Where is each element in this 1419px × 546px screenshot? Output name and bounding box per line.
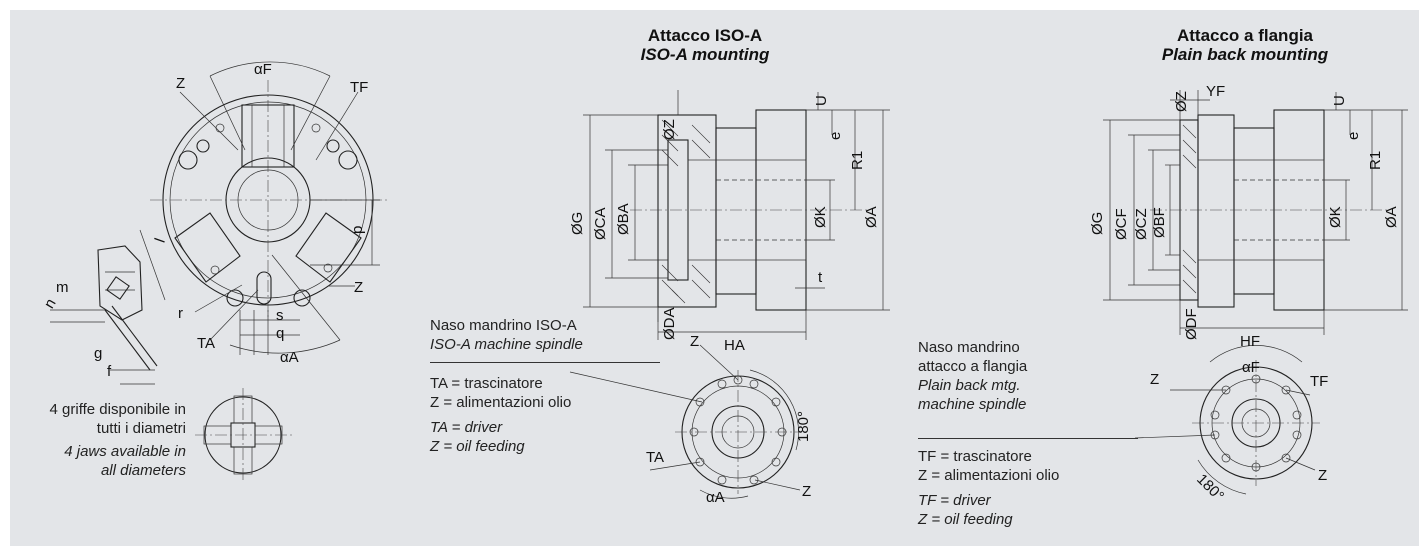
flange-title-en: Plain back mounting	[1161, 45, 1329, 64]
label-z-dia-iso: ØZ	[661, 119, 678, 140]
flange-spindle-it-2: attacco a flangia	[918, 358, 1028, 375]
label-k-flange: ØK	[1327, 206, 1344, 228]
label-alpha-a: αA	[280, 349, 299, 366]
label-da: ØDA	[661, 307, 678, 340]
iso-section-view	[583, 90, 890, 340]
flange-spindle-it-1: Naso mandrino	[918, 339, 1020, 356]
iso-divider	[430, 362, 660, 363]
label-e-iso: e	[827, 132, 844, 140]
iso-legend: TA = trascinatore Z = alimentazioni olio…	[430, 374, 660, 456]
label-180-flange: 180°	[1193, 471, 1227, 505]
iso-legend-en-1: TA = driver	[430, 419, 503, 436]
iso-spindle-view	[569, 344, 802, 499]
label-u-iso: U	[813, 95, 830, 106]
label-ha: HA	[724, 337, 745, 354]
label-l: l	[152, 236, 169, 245]
label-f: f	[107, 363, 112, 380]
label-alpha-a-spindle: αA	[706, 489, 725, 506]
flange-legend-it-2: Z = alimentazioni olio	[918, 467, 1060, 484]
label-ba: ØBA	[615, 203, 632, 235]
chuck-front-view	[139, 61, 390, 355]
label-z-iso-spindle: Z	[690, 333, 699, 350]
flange-title-it: Attacco a flangia	[1176, 26, 1314, 45]
label-z-top: Z	[176, 75, 185, 92]
label-n: n	[41, 296, 60, 312]
label-z-flange-spindle: Z	[1150, 371, 1159, 388]
flange-legend: TF = trascinatore Z = alimentazioni olio…	[918, 447, 1138, 529]
label-t: t	[818, 269, 823, 286]
label-hf: HF	[1240, 333, 1260, 350]
label-m: m	[56, 279, 69, 296]
label-df: ØDF	[1183, 308, 1200, 340]
label-ta: TA	[197, 335, 215, 352]
label-r1-iso: R1	[849, 151, 866, 170]
label-g-flange: ØG	[1089, 212, 1106, 235]
four-jaws-en-2: all diameters	[100, 462, 186, 479]
four-jaw-view	[195, 388, 292, 482]
iso-spindle-note: Naso mandrino ISO-A ISO-A machine spindl…	[430, 316, 660, 354]
jaw-detail-view	[50, 245, 158, 385]
label-z-right: Z	[354, 279, 363, 296]
label-cz: ØCZ	[1133, 208, 1150, 240]
label-180-iso: 180°	[795, 411, 812, 442]
technical-drawing: Z αF TF p Z r TA s q αA l m n g f U e R1…	[41, 61, 1408, 506]
iso-spindle-en: ISO-A machine spindle	[430, 336, 583, 353]
iso-title-en: ISO-A mounting	[640, 45, 770, 64]
label-tf: TF	[350, 79, 368, 96]
label-k-iso: ØK	[812, 206, 829, 228]
label-a-iso: ØA	[863, 206, 880, 228]
label-s: s	[276, 307, 284, 324]
label-z-flange-spindle-bottom: Z	[1318, 467, 1327, 484]
label-r: r	[178, 305, 183, 322]
flange-spindle-en-1: Plain back mtg.	[918, 377, 1021, 394]
label-alpha-f: αF	[254, 61, 272, 78]
iso-spindle-it: Naso mandrino ISO-A	[430, 317, 577, 334]
iso-title: Attacco ISO-A ISO-A mounting	[570, 26, 840, 64]
flange-divider	[918, 438, 1138, 439]
flange-section-view	[1103, 90, 1408, 335]
iso-title-it: Attacco ISO-A	[647, 26, 763, 45]
flange-title: Attacco a flangia Plain back mounting	[1100, 26, 1390, 64]
flange-legend-en-1: TF = driver	[918, 492, 991, 509]
label-z-iso-spindle-bottom: Z	[802, 483, 811, 500]
flange-legend-en-2: Z = oil feeding	[918, 511, 1013, 528]
flange-legend-it-1: TF = trascinatore	[918, 448, 1032, 465]
label-q: q	[276, 325, 284, 342]
label-bf: ØBF	[1151, 207, 1168, 238]
label-e-flange: e	[1345, 132, 1362, 140]
flange-spindle-view	[1134, 345, 1320, 495]
label-u-flange: U	[1331, 95, 1348, 106]
label-yf: YF	[1206, 83, 1225, 100]
four-jaws-it-1: 4 griffe disponibile in	[49, 401, 186, 418]
label-ca: ØCA	[592, 207, 609, 240]
iso-legend-it-1: TA = trascinatore	[430, 375, 543, 392]
iso-legend-it-2: Z = alimentazioni olio	[430, 394, 572, 411]
flange-spindle-en-2: machine spindle	[918, 396, 1027, 413]
label-cf: ØCF	[1113, 208, 1130, 240]
label-g: g	[94, 345, 102, 362]
label-a-flange: ØA	[1383, 206, 1400, 228]
label-g-iso: ØG	[569, 212, 586, 235]
label-alpha-f-spindle: αF	[1242, 359, 1260, 376]
drawing-sheet: Z αF TF p Z r TA s q αA l m n g f U e R1…	[10, 10, 1419, 546]
label-ta-spindle: TA	[646, 449, 664, 466]
four-jaws-en-1: 4 jaws available in	[64, 443, 186, 460]
label-tf-spindle: TF	[1310, 373, 1328, 390]
flange-spindle-note: Naso mandrino attacco a flangia Plain ba…	[918, 338, 1118, 414]
label-p: p	[349, 226, 366, 234]
label-r1-flange: R1	[1367, 151, 1384, 170]
four-jaws-it-2: tutti i diametri	[96, 420, 186, 437]
label-z-dia-flange: ØZ	[1173, 91, 1190, 112]
four-jaws-note: 4 griffe disponibile in tutti i diametri…	[10, 400, 186, 480]
iso-legend-en-2: Z = oil feeding	[430, 438, 525, 455]
